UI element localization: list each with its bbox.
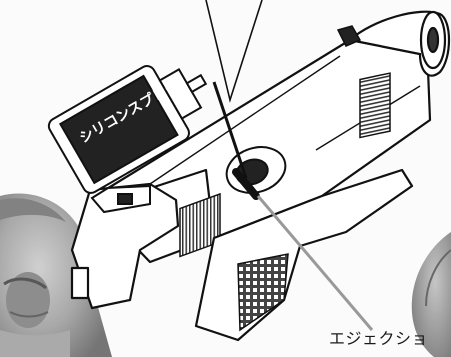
ejection-port-label: エジェクショ (329, 330, 428, 348)
